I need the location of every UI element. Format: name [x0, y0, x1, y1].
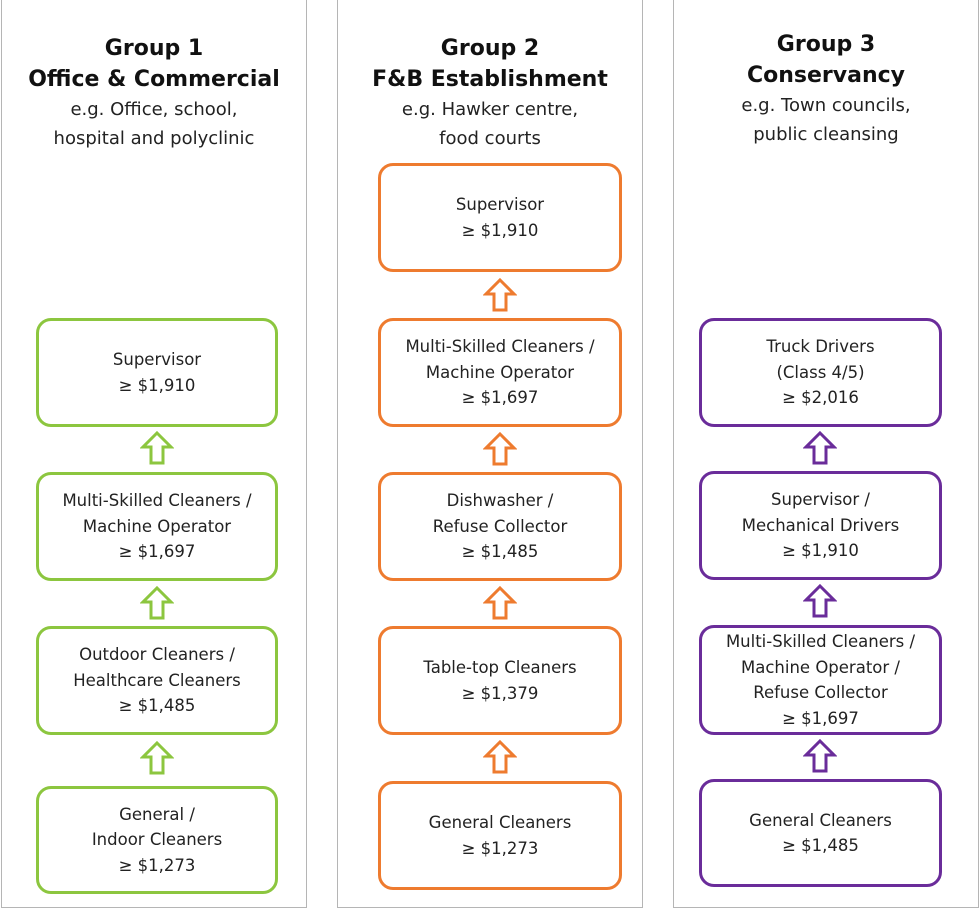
up-arrow-icon — [483, 586, 517, 620]
box-wage: ≥ $1,379 — [461, 683, 539, 703]
group-2-box-dishwasher: Dishwasher / Refuse Collector ≥ $1,485 — [378, 472, 622, 581]
group-2-box-table-top: Table-top Cleaners ≥ $1,379 — [378, 626, 622, 735]
box-label: Refuse Collector — [432, 516, 568, 536]
group-1-box-supervisor: Supervisor ≥ $1,910 — [36, 318, 278, 427]
box-wage: ≥ $1,485 — [782, 836, 859, 855]
box-label: General Cleaners — [428, 813, 572, 832]
group-3-box-truck-drivers: Truck Drivers (Class 4/5) ≥ $2,016 — [699, 318, 942, 427]
group-2-box-multi-skilled: Multi-Skilled Cleaners / Machine Operato… — [378, 318, 622, 427]
group-3-box-multi-skilled: Multi-Skilled Cleaners / Machine Operato… — [699, 625, 942, 735]
box-label: Refuse Collector — [753, 683, 888, 702]
box-label: Dishwasher / — [446, 491, 554, 511]
box-label: General Cleaners — [749, 810, 892, 830]
up-arrow-icon — [140, 431, 174, 465]
group-1-box-multi-skilled: Multi-Skilled Cleaners / Machine Operato… — [36, 472, 278, 581]
box-wage: ≥ $1,910 — [118, 375, 196, 395]
group-3-subtitle-line-1: e.g. Town councils, — [741, 95, 911, 116]
group-2-box-supervisor: Supervisor ≥ $1,910 — [378, 163, 622, 272]
box-label: Indoor Cleaners — [91, 830, 223, 850]
box-label: Supervisor — [112, 350, 202, 369]
up-arrow-icon — [483, 432, 517, 466]
group-2-header: Group 2 F&B Establishment e.g. Hawker ce… — [338, 33, 642, 153]
up-arrow-icon — [803, 431, 837, 465]
box-label: Table-top Cleaners — [423, 658, 577, 677]
up-arrow-icon — [483, 278, 517, 312]
box-label: Outdoor Cleaners / — [79, 645, 235, 665]
box-label: Multi-Skilled Cleaners / — [62, 491, 252, 511]
group-1-box-general-indoor: General / Indoor Cleaners ≥ $1,273 — [36, 786, 278, 894]
box-label: Supervisor / — [771, 490, 870, 510]
box-label: Multi-Skilled Cleaners / — [405, 337, 595, 357]
group-3-title: Group 3 — [776, 32, 876, 57]
box-wage: ≥ $1,910 — [782, 541, 859, 561]
group-1-subtitle-line-2: hospital and polyclinic — [53, 128, 255, 149]
box-label: Machine Operator / — [741, 657, 900, 677]
group-2-title: Group 2 — [440, 36, 540, 61]
group-2-subtitle-line-1: e.g. Hawker centre, — [401, 99, 579, 120]
group-1-subtitle-line-1: e.g. Office, school, — [70, 99, 238, 120]
group-3-header: Group 3 Conservancy e.g. Town councils, … — [674, 29, 978, 149]
box-label: Machine Operator — [82, 516, 232, 536]
group-1-title: Group 1 — [104, 36, 204, 61]
group-3-box-general: General Cleaners ≥ $1,485 — [699, 779, 942, 887]
box-label: (Class 4/5) — [776, 362, 865, 382]
group-3-name: Conservancy — [746, 63, 906, 88]
box-label: General / — [119, 804, 195, 824]
group-1-box-outdoor-healthcare: Outdoor Cleaners / Healthcare Cleaners ≥… — [36, 626, 278, 735]
up-arrow-icon — [140, 586, 174, 620]
group-1-header: Group 1 Office & Commercial e.g. Office,… — [2, 33, 306, 153]
up-arrow-icon — [140, 741, 174, 775]
box-wage: ≥ $1,485 — [461, 542, 539, 562]
group-1-name: Office & Commercial — [28, 67, 280, 92]
box-label: Truck Drivers — [766, 337, 875, 357]
group-3-subtitle-line-2: public cleansing — [753, 124, 899, 145]
group-2-box-general: General Cleaners ≥ $1,273 — [378, 781, 622, 890]
box-wage: ≥ $1,273 — [118, 855, 196, 875]
box-wage: ≥ $1,697 — [461, 388, 539, 408]
box-label: Supervisor — [455, 195, 545, 214]
box-label: Mechanical Drivers — [741, 515, 900, 535]
box-label: Healthcare Cleaners — [73, 670, 241, 690]
up-arrow-icon — [483, 740, 517, 774]
group-3-box-supervisor: Supervisor / Mechanical Drivers ≥ $1,910 — [699, 471, 942, 580]
box-wage: ≥ $1,697 — [782, 708, 859, 728]
box-wage: ≥ $2,016 — [782, 388, 859, 408]
box-wage: ≥ $1,910 — [461, 220, 539, 240]
box-wage: ≥ $1,697 — [118, 542, 196, 562]
up-arrow-icon — [803, 739, 837, 773]
box-wage: ≥ $1,273 — [461, 838, 539, 858]
box-wage: ≥ $1,485 — [118, 696, 196, 716]
group-2-panel: Group 2 F&B Establishment e.g. Hawker ce… — [337, 0, 643, 908]
box-label: Machine Operator — [425, 362, 575, 382]
group-2-subtitle-line-2: food courts — [439, 128, 541, 149]
up-arrow-icon — [803, 584, 837, 618]
group-2-name: F&B Establishment — [372, 67, 608, 92]
box-label: Multi-Skilled Cleaners / — [725, 632, 916, 651]
